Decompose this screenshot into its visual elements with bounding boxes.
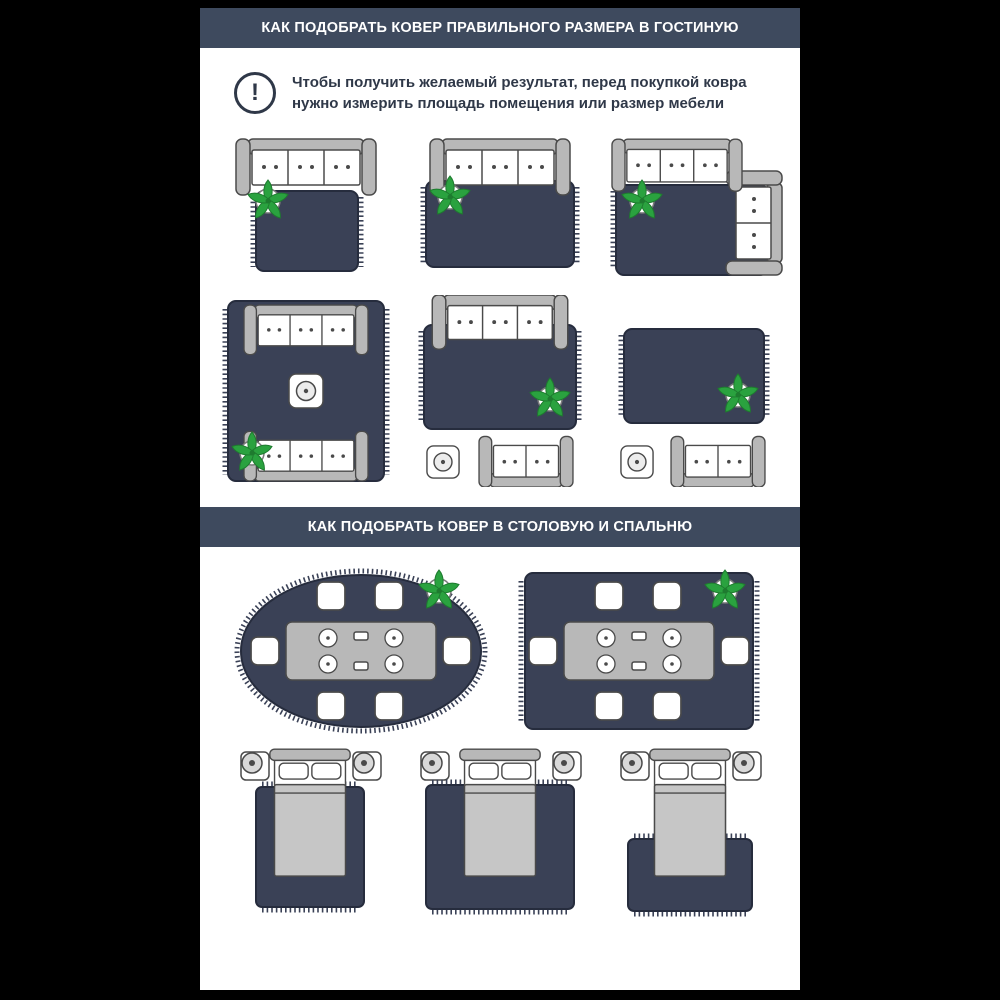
diagram-all-furniture-on-large-rug [222, 299, 390, 482]
warning-glyph: ! [251, 79, 259, 107]
diagram-bed-on-wide-rug [420, 748, 582, 915]
measure-note: ! Чтобы получить желаемый результат, пер… [200, 48, 800, 125]
living-room-diagrams-row-2 [200, 294, 800, 487]
measure-note-text: Чтобы получить желаемый результат, перед… [292, 74, 747, 113]
sofa-icon [235, 137, 377, 196]
nightstand-icon [420, 750, 450, 781]
bed-icon [269, 748, 351, 877]
dining-bedroom-section-header: КАК ПОДОБРАТЬ КОВЕР В СТОЛОВУЮ И СПАЛЬНЮ [200, 506, 800, 547]
side-table-icon [426, 444, 460, 479]
coffee-table-icon [288, 372, 324, 409]
diagram-sofa-front-legs-on-rug [420, 137, 580, 268]
diagram-rectangular-rug-dining-set [518, 568, 760, 730]
diagram-sofa-on-rug-side-furniture-off [418, 294, 582, 487]
diagram-rug-in-front-of-sofa [235, 137, 377, 272]
content-panel: КАК ПОДОБРАТЬ КОВЕР ПРАВИЛЬНОГО РАЗМЕРА … [200, 8, 800, 990]
dining-diagrams-row [200, 565, 800, 737]
bed-icon [459, 748, 541, 877]
sofa-icon [478, 435, 574, 487]
nightstand-icon [352, 750, 382, 781]
bedroom-diagrams-row [200, 747, 800, 919]
nightstand-icon [240, 750, 270, 781]
diagram-oval-rug-dining-set [234, 568, 488, 734]
living-room-diagrams-row-1 [200, 135, 800, 287]
nightstand-icon [620, 750, 650, 781]
sofa-icon [670, 435, 766, 487]
rug-icon [250, 189, 364, 272]
diagram-small-rug-furniture-off [618, 327, 770, 487]
diagram-corner-sofa-on-rug [610, 138, 783, 276]
living-room-section-header: КАК ПОДОБРАТЬ КОВЕР ПРАВИЛЬНОГО РАЗМЕРА … [200, 8, 800, 48]
bed-icon [649, 748, 731, 877]
living-room-section-title: КАК ПОДОБРАТЬ КОВЕР ПРАВИЛЬНОГО РАЗМЕРА … [261, 20, 739, 36]
nightstand-icon [552, 750, 582, 781]
warning-icon: ! [234, 72, 276, 115]
side-table-icon [620, 444, 654, 479]
nightstand-icon [732, 750, 762, 781]
diagram-rug-at-bed-foot [620, 748, 762, 917]
dining-bedroom-section-title: КАК ПОДОБРАТЬ КОВЕР В СТОЛОВУЮ И СПАЛЬНЮ [307, 518, 693, 535]
diagram-bed-on-narrow-rug [240, 748, 382, 913]
